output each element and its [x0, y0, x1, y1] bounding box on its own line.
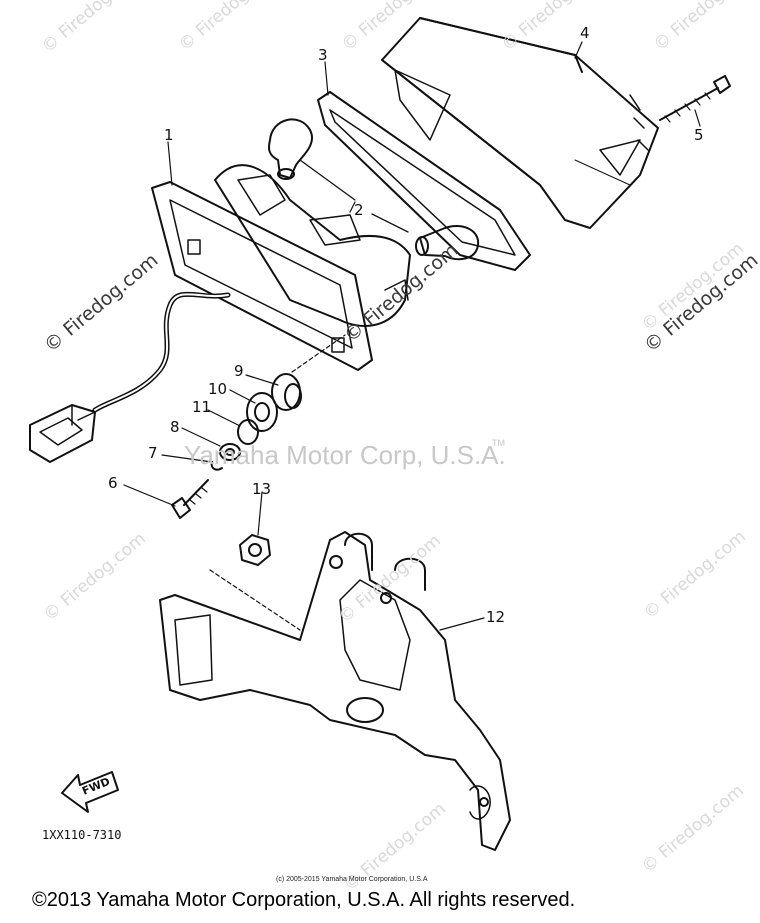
callout-7: 7 [148, 444, 158, 462]
part-5-screw [659, 75, 731, 123]
callout-3: 3 [318, 46, 328, 64]
part-13-nut [239, 534, 271, 566]
callout-6: 6 [108, 474, 118, 492]
part-12-bracket [159, 531, 511, 851]
callout-1: 1 [164, 126, 174, 144]
small-copyright: (c) 2005-2015 Yamaha Motor Corporation, … [276, 876, 428, 883]
parts-7-to-11-hardware [210, 373, 302, 471]
callout-5: 5 [694, 126, 704, 144]
callout-9: 9 [234, 362, 244, 380]
leader-lines [123, 41, 701, 631]
wiring-harness [29, 291, 231, 463]
fwd-arrow-icon [61, 771, 119, 813]
callout-11: 11 [192, 398, 212, 416]
watermark-yamaha: Yamaha Motor Corp, U.S.A. [184, 440, 506, 470]
callout-4: 4 [580, 24, 590, 42]
part-3-gasket [317, 91, 531, 271]
callout-10: 10 [208, 380, 228, 398]
footer-copyright: ©2013 Yamaha Motor Corporation, U.S.A. A… [32, 889, 576, 911]
fwd-label: FWD [80, 775, 112, 798]
part-2-bulbs [268, 118, 480, 261]
callout-8: 8 [170, 418, 180, 436]
diagram-code: 1XX110-7310 [42, 828, 122, 842]
part-1-plate-holder [151, 181, 373, 371]
part-6-bolt [171, 479, 209, 519]
callout-13: 13 [252, 480, 272, 498]
part-4-lens [381, 17, 659, 229]
callout-12: 12 [486, 608, 506, 626]
watermark-trademark: TM [492, 438, 505, 448]
callout-2: 2 [354, 201, 364, 219]
